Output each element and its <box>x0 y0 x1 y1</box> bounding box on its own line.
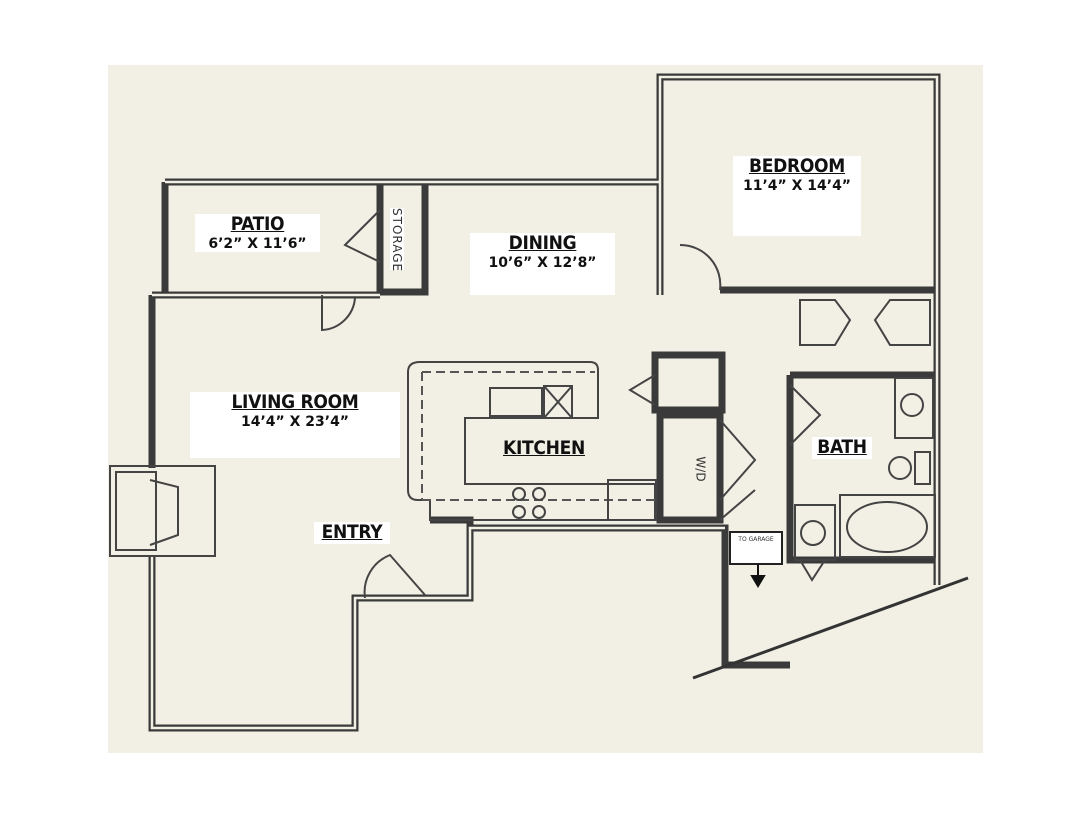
to-garage-sign <box>729 531 783 565</box>
room-label-entry: ENTRY <box>314 521 390 544</box>
walls <box>148 73 941 732</box>
room-dimensions: 14’4” X 23’4” <box>240 413 350 430</box>
room-label-bedroom: BEDROOM 11’4” X 14’4” <box>733 155 861 236</box>
room-label-dining: DINING 10’6” X 12’8” <box>470 232 615 295</box>
arrow-down-icon <box>750 564 766 588</box>
washer-dryer-label: W/D <box>693 456 708 482</box>
bath-fixtures <box>794 377 936 582</box>
room-label-bath: BATH <box>812 436 872 459</box>
fireplace <box>109 465 216 557</box>
storage-label: STORAGE <box>390 208 404 273</box>
room-name: BATH <box>817 436 867 458</box>
room-name: ENTRY <box>321 521 383 543</box>
property-line <box>692 576 969 680</box>
to-garage-label: TO GARAGE <box>738 536 774 543</box>
kitchen-counter <box>407 361 657 521</box>
room-dimensions: 10’6” X 12’8” <box>488 254 597 271</box>
stove-icon <box>512 487 546 519</box>
room-dimensions: 6’2” X 11’6” <box>208 235 307 252</box>
room-name: BEDROOM <box>748 155 846 177</box>
room-label-patio: PATIO 6’2” X 11’6” <box>195 213 320 252</box>
room-dimensions: 11’4” X 14’4” <box>742 177 852 194</box>
room-name: LIVING ROOM <box>231 391 359 413</box>
room-name: PATIO <box>230 213 285 235</box>
room-name: KITCHEN <box>503 437 585 459</box>
room-label-living-room: LIVING ROOM 14’4” X 23’4” <box>190 391 400 458</box>
room-name: DINING <box>508 232 577 254</box>
room-label-kitchen: KITCHEN <box>494 437 594 460</box>
doors <box>321 209 931 599</box>
